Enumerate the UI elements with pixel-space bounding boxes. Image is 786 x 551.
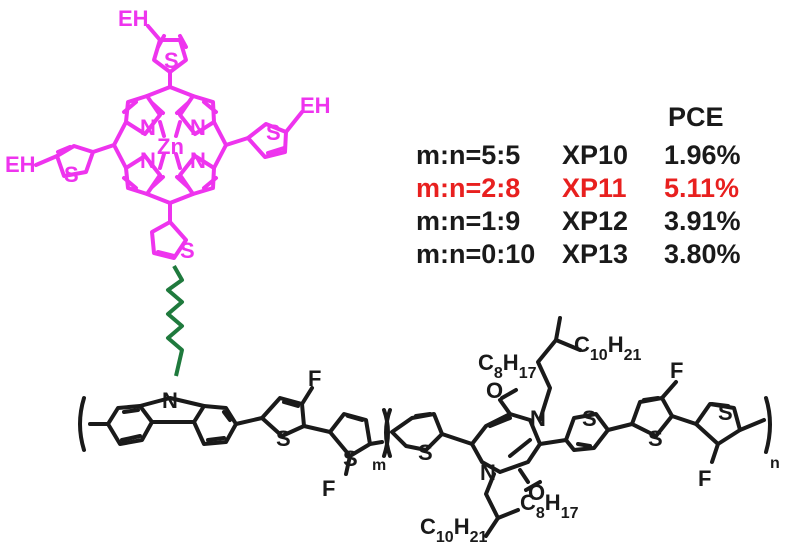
ratio-cell: m:n=1:9 xyxy=(416,206,521,236)
polymer-name-cell: XP12 xyxy=(562,206,629,236)
end-group-label: EH xyxy=(118,6,149,31)
polymer-name-cell: XP11 xyxy=(562,173,627,203)
ratio-cell: m:n=0:10 xyxy=(416,239,536,269)
end-group-label: EH xyxy=(5,152,36,177)
porphyrin-n-label: N xyxy=(140,148,156,173)
porphyrin-s-label: S xyxy=(180,238,195,263)
subscript-m: m xyxy=(372,457,386,474)
end-group-label: EH xyxy=(300,93,331,118)
pce-column-header: PCE xyxy=(668,102,724,132)
polymer-backbone xyxy=(78,316,772,538)
ratio-cell: m:n=5:5 xyxy=(416,140,521,170)
porphyrin-s-label: S xyxy=(164,48,179,73)
thiophene-s-label: S xyxy=(582,406,597,431)
fluorine-label: F xyxy=(308,366,321,391)
fluorine-label: F xyxy=(670,358,683,383)
carbazole-n-label: N xyxy=(162,388,178,413)
porphyrin-zn-label: Zn xyxy=(157,134,184,159)
dpp-o-label: O xyxy=(486,378,503,403)
dpp-n-label: N xyxy=(480,460,496,485)
porphyrin-n-label: N xyxy=(140,115,156,140)
porphyrin-n-label: N xyxy=(190,115,206,140)
chain-c8h17-bottom: C8H17 xyxy=(520,490,579,522)
porphyrin-s-label: S xyxy=(266,120,281,145)
backbone-labels: N S S S S S S F F F F O O N N m n C8H17 … xyxy=(162,332,780,546)
zinc-porphyrin xyxy=(34,24,304,260)
dpp-o-label: O xyxy=(528,480,545,505)
porphyrin-n-label: N xyxy=(190,148,206,173)
thiophene-s-label: S xyxy=(276,426,291,451)
pce-value-cell: 5.11% xyxy=(664,173,740,203)
pce-value-cell: 3.80% xyxy=(664,239,741,269)
ratio-cell: m:n=2:8 xyxy=(416,173,521,203)
alkyl-linker xyxy=(166,265,184,377)
porphyrin-labels: Zn N N N N S S S S EH EH EH xyxy=(5,6,331,263)
fluorine-label: F xyxy=(698,466,711,491)
polymer-name-cell: XP13 xyxy=(562,239,629,269)
subscript-n: n xyxy=(770,455,780,472)
dpp-n-label: N xyxy=(530,406,546,431)
porphyrin-s-label: S xyxy=(64,162,79,187)
pce-value-cell: 3.91% xyxy=(664,206,741,236)
chain-c8h17-top: C8H17 xyxy=(478,350,537,382)
pce-value-cell: 1.96% xyxy=(664,140,741,170)
thiophene-s-label: S xyxy=(648,426,663,451)
fluorine-label: F xyxy=(322,476,335,501)
chain-c10h21-top: C10H21 xyxy=(574,332,641,364)
thiophene-s-label: S xyxy=(343,446,358,471)
thiophene-s-label: S xyxy=(418,440,433,465)
polymer-name-cell: XP10 xyxy=(562,140,629,170)
thiophene-s-label: S xyxy=(718,400,733,425)
chain-c10h21-bottom: C10H21 xyxy=(420,514,487,546)
